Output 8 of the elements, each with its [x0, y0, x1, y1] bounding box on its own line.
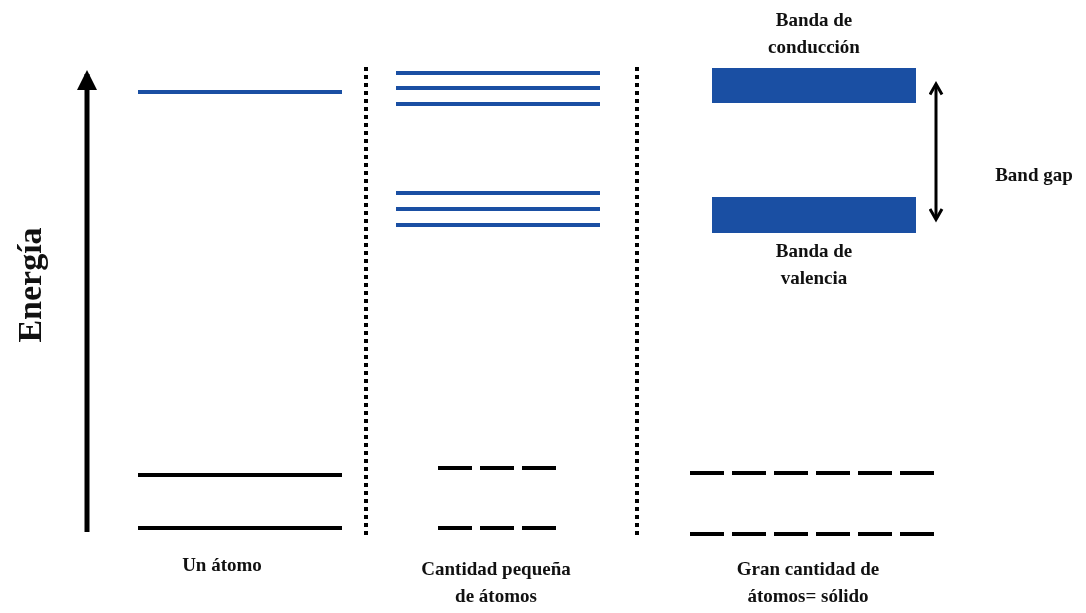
double-arrow — [928, 82, 944, 221]
band-label: Banda de conducción — [767, 8, 861, 59]
axis-label: Energía — [10, 227, 49, 343]
column-label: Cantidad pequeña de átomos — [421, 557, 571, 608]
column-label: Gran cantidad de átomos= sólido — [735, 557, 881, 608]
edge-label: Band gap — [994, 163, 1074, 187]
band-label: Banda de valencia — [774, 239, 854, 290]
column-label: Un átomo — [181, 553, 263, 577]
